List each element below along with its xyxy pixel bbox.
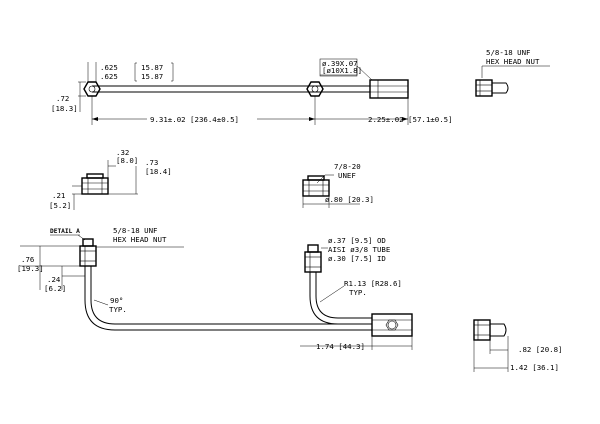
dim-1587-b: 15.87	[141, 72, 163, 81]
mid-left-fitting-view: .32 [8.0] .73 [18.4] .21 [5.2]	[49, 148, 172, 210]
dim-1587-a: 15.87	[141, 63, 163, 72]
top-right-nut-view: 5/8-18 UNF HEX HEAD NUT	[475, 48, 550, 97]
dim-length: 9.31±.02 [236.4±0.5]	[150, 115, 239, 124]
dim-72: .72	[56, 94, 69, 103]
fitting-label-2: UNEF	[338, 171, 356, 180]
fitting-label-1: 7/8-20	[334, 162, 361, 171]
dim-end: 2.25±.02 [57.1±0.5]	[368, 115, 453, 124]
thread-callout-1: ø.39X.07	[322, 59, 358, 68]
mid-center-fitting-view: 7/8-20 UNEF ø.80 [20.3]	[302, 162, 374, 208]
nut-label-1: 5/8-18 UNF	[486, 48, 531, 57]
dim-73: .73	[145, 158, 158, 167]
top-tube-view: .625 .625 15.87 15.87 .72 [18.3] 9.31±.0…	[51, 58, 453, 125]
dim-73-mm: [18.4]	[145, 167, 172, 176]
angle-90: 90°	[110, 296, 123, 305]
angle-typ: TYP.	[109, 305, 127, 314]
radius-typ: TYP.	[349, 288, 367, 297]
nut-label-b: HEX HEAD NUT	[113, 235, 167, 244]
dim-174: 1.74 [44.3]	[316, 342, 365, 351]
bent-tube-view: DETAIL A 5/8	[17, 226, 413, 351]
dim-32-mm: [8.0]	[116, 156, 138, 165]
thread-callout-2: [ø10X1.8]	[322, 66, 362, 75]
dim-76: .76	[21, 255, 34, 264]
dim-76-mm: [19.3]	[17, 264, 44, 273]
tube-spec: AISI ø3/8 TUBE	[328, 245, 390, 254]
radius: R1.13 [R28.6]	[344, 279, 402, 288]
tube-od: ø.37 [9.5] OD	[328, 236, 386, 245]
detail-label: DETAIL A	[50, 228, 80, 235]
dim-80: ø.80 [20.3]	[325, 195, 374, 204]
nut-label-a: 5/8-18 UNF	[113, 226, 158, 235]
dim-24-mm: [6.2]	[44, 284, 66, 293]
dim-82: .82 [20.8]	[518, 345, 563, 354]
dim-142: 1.42 [36.1]	[510, 363, 559, 372]
left-hex-nut	[83, 81, 101, 97]
dim-24: .24	[47, 275, 61, 284]
bottom-right-nut-view: .82 [20.8] 1.42 [36.1]	[473, 319, 563, 372]
middle-hex-nut	[306, 81, 324, 97]
tube-id: ø.30 [7.5] ID	[328, 254, 386, 263]
dim-625-a: .625	[100, 63, 118, 72]
dim-32: .32	[116, 148, 129, 157]
dim-21: .21	[52, 191, 65, 200]
right-hex-fitting	[369, 79, 409, 99]
dim-72-mm: [18.3]	[51, 104, 78, 113]
dim-21-mm: [5.2]	[49, 201, 71, 210]
nut-label-2: HEX HEAD NUT	[486, 57, 540, 66]
dim-625-b: .625	[100, 72, 118, 81]
